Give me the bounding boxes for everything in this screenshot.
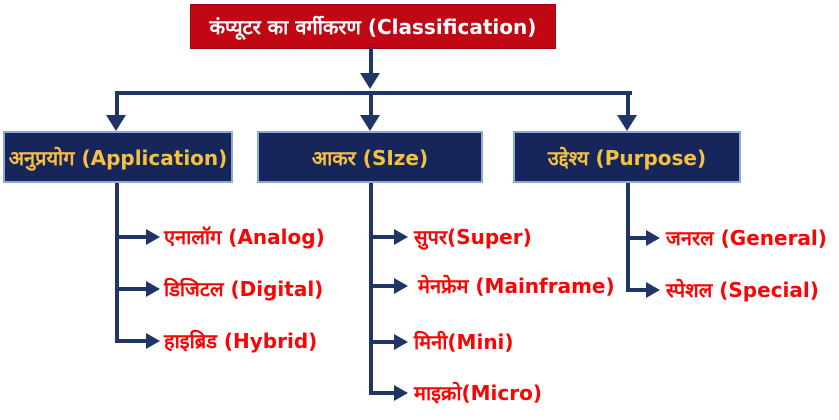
leaf-line-super	[369, 235, 394, 239]
drop-line-purpose	[626, 91, 630, 115]
leaf-label-mini: मिनी(Mini)	[414, 330, 514, 354]
leaf-arrow-mini-icon	[394, 334, 408, 350]
leaf-label-hybrid: हाइब्रिड (Hybrid)	[164, 329, 318, 353]
leaf-arrow-analog-icon	[146, 229, 160, 245]
distributor-line	[115, 91, 632, 95]
drop-arrow-size-icon	[360, 115, 380, 131]
leaf-line-special	[626, 288, 646, 292]
leaf-arrow-super-icon	[394, 229, 408, 245]
branch-line-application	[115, 183, 119, 343]
leaf-line-analog	[115, 235, 146, 239]
root-node-label: कंप्यूटर का वर्गीकरण (Classification)	[209, 15, 537, 39]
leaf-line-mini	[369, 340, 394, 344]
drop-arrow-application-icon	[106, 115, 126, 131]
category-box-purpose: उद्देश्य (Purpose)	[513, 131, 741, 183]
leaf-line-micro	[369, 391, 394, 395]
drop-line-size	[369, 95, 373, 115]
leaf-line-digital	[115, 287, 146, 291]
leaf-label-micro: माइक्रो(Micro)	[414, 381, 542, 405]
leaf-label-special: स्पेशल (Special)	[666, 278, 819, 302]
leaf-line-general	[626, 236, 646, 240]
trunk-arrow-down-icon	[360, 73, 380, 89]
leaf-arrow-hybrid-icon	[146, 333, 160, 349]
leaf-label-mainframe: मेनफ्रेम (Mainframe)	[418, 274, 615, 298]
category-box-application: अनुप्रयोग (Application)	[3, 131, 233, 183]
trunk-line	[369, 47, 373, 73]
leaf-line-mainframe	[369, 284, 394, 288]
leaf-label-analog: एनालॉग (Analog)	[164, 225, 325, 249]
leaf-arrow-general-icon	[646, 230, 660, 246]
leaf-arrow-digital-icon	[146, 281, 160, 297]
leaf-arrow-mainframe-icon	[394, 278, 408, 294]
branch-line-size	[369, 183, 373, 395]
category-box-size: आकर (SIze)	[257, 131, 483, 183]
leaf-arrow-special-icon	[646, 282, 660, 298]
root-node-classification: कंप्यूटर का वर्गीकरण (Classification)	[190, 4, 556, 49]
leaf-label-general: जनरल (General)	[666, 226, 827, 250]
leaf-arrow-micro-icon	[394, 385, 408, 401]
leaf-label-digital: डिजिटल (Digital)	[164, 277, 324, 301]
category-label-purpose: उद्देश्य (Purpose)	[547, 145, 707, 170]
category-label-size: आकर (SIze)	[311, 145, 429, 170]
drop-arrow-purpose-icon	[617, 115, 637, 131]
category-label-application: अनुप्रयोग (Application)	[8, 145, 228, 170]
drop-line-application	[115, 91, 119, 115]
leaf-line-hybrid	[115, 339, 146, 343]
leaf-label-super: सुपर(Super)	[414, 225, 532, 249]
